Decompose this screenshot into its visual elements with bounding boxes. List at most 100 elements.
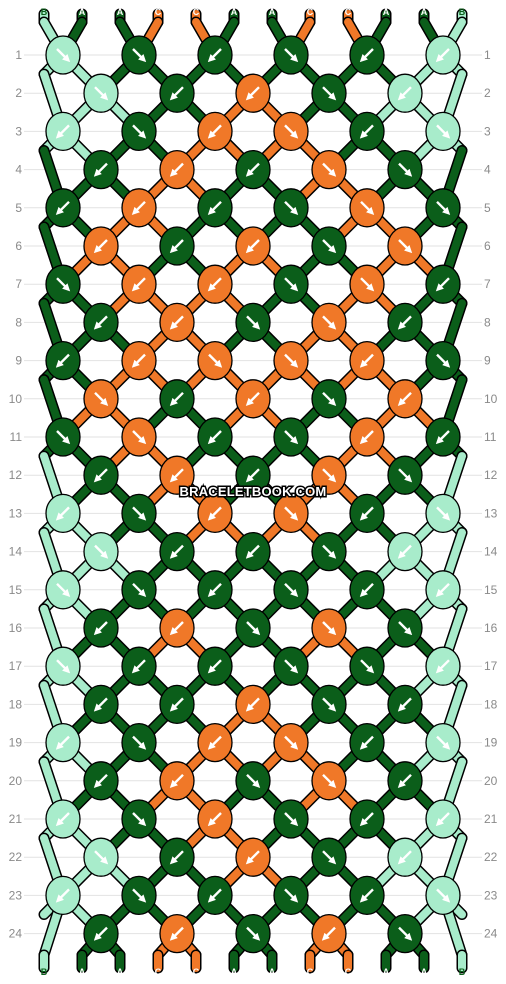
bottom-strand-label: A [269, 967, 276, 977]
arrow-down-right-icon [322, 773, 337, 788]
arrow-down-right-icon [284, 582, 299, 597]
bottom-strand-label: C [155, 967, 162, 977]
arrow-down-left-icon [359, 888, 374, 903]
knot [197, 493, 233, 534]
knot [159, 684, 195, 725]
row-number-right: 15 [484, 583, 498, 597]
knot [121, 35, 157, 75]
arrow-down-left-icon [321, 926, 336, 941]
arrow-down-right-icon [132, 48, 147, 63]
knot [83, 379, 119, 419]
row-number-left: 21 [9, 812, 23, 826]
arrow-down-right-icon [246, 773, 261, 788]
knot [235, 149, 271, 190]
knot [387, 837, 423, 877]
row-number-left: 23 [9, 888, 23, 902]
arrow-down-right-icon [398, 239, 413, 254]
arrow-down-left-icon [359, 124, 374, 139]
knot [45, 188, 81, 228]
knot [387, 226, 423, 266]
row-number-left: 6 [15, 239, 22, 253]
arrow-down-right-icon [56, 430, 71, 445]
knot [45, 264, 81, 304]
knot [235, 379, 271, 419]
arrow-down-left-icon [435, 582, 450, 597]
knot [273, 417, 309, 457]
row-number-left: 7 [15, 277, 22, 291]
arrow-down-right-icon [284, 277, 299, 292]
knot [197, 646, 233, 686]
knot [349, 799, 385, 839]
knot [273, 570, 309, 610]
knot [159, 149, 195, 190]
arrow-down-right-icon [284, 659, 299, 674]
row-number-left: 22 [9, 850, 23, 864]
knot [425, 188, 461, 228]
row-number-right: 8 [484, 315, 491, 329]
knot [311, 455, 347, 495]
row-number-left: 13 [9, 506, 23, 520]
knot [311, 913, 347, 954]
row-number-right: 1 [484, 48, 491, 62]
top-strand-label: C [155, 7, 162, 17]
row-number-right: 3 [484, 124, 491, 138]
knot [235, 684, 271, 725]
arrow-down-left-icon [207, 582, 222, 597]
knot [311, 761, 347, 801]
top-strand-label: A [269, 7, 276, 17]
row-number-left: 18 [9, 697, 23, 711]
arrow-down-left-icon [55, 812, 70, 827]
row-number-left: 19 [9, 736, 23, 750]
arrow-down-right-icon [246, 926, 261, 941]
arrow-down-left-icon [55, 888, 70, 903]
watermark: BRACELETBOOK.COM [180, 484, 327, 499]
row-number-right: 7 [484, 277, 491, 291]
arrow-down-right-icon [322, 850, 337, 865]
row-number-left: 8 [15, 315, 22, 329]
row-number-left: 14 [9, 545, 23, 559]
arrow-down-left-icon [93, 621, 108, 636]
arrow-down-left-icon [207, 200, 222, 215]
row-number-left: 2 [15, 86, 22, 100]
knot [235, 302, 271, 343]
knot [159, 226, 195, 266]
arrow-down-left-icon [397, 86, 412, 101]
bottom-strand-label: C [193, 967, 200, 977]
row-number-left: 5 [15, 201, 22, 215]
knot [83, 531, 119, 572]
bottom-strand-label: C [345, 967, 352, 977]
arrow-down-left-icon [169, 773, 184, 788]
arrow-down-left-icon [93, 239, 108, 254]
row-number-left: 15 [9, 583, 23, 597]
row-number-right: 5 [484, 201, 491, 215]
arrow-down-left-icon [245, 239, 260, 254]
arrow-down-right-icon [94, 850, 109, 865]
arrow-down-left-icon [435, 48, 450, 63]
row-number-right: 16 [484, 621, 498, 635]
row-number-right: 18 [484, 697, 498, 711]
knot [349, 570, 385, 610]
arrow-down-right-icon [398, 162, 413, 177]
row-number-right: 21 [484, 812, 498, 826]
knot-grid [45, 35, 461, 954]
top-strand-label: C [307, 7, 314, 17]
knot [387, 73, 423, 113]
knot [273, 646, 309, 686]
top-strand-label: B [459, 7, 466, 17]
knot [311, 226, 347, 266]
arrow-down-right-icon [322, 162, 337, 177]
knot [159, 379, 195, 419]
arrow-down-right-icon [284, 735, 299, 750]
knot [273, 799, 309, 839]
knot [197, 188, 233, 228]
arrow-down-left-icon [207, 812, 222, 827]
knot [121, 340, 157, 381]
arrow-down-right-icon [284, 48, 299, 63]
knot [387, 149, 423, 190]
row-number-right: 4 [484, 163, 491, 177]
row-number-left: 24 [9, 927, 23, 941]
row-number-right: 23 [484, 888, 498, 902]
arrow-down-right-icon [322, 391, 337, 406]
knot [273, 35, 309, 75]
